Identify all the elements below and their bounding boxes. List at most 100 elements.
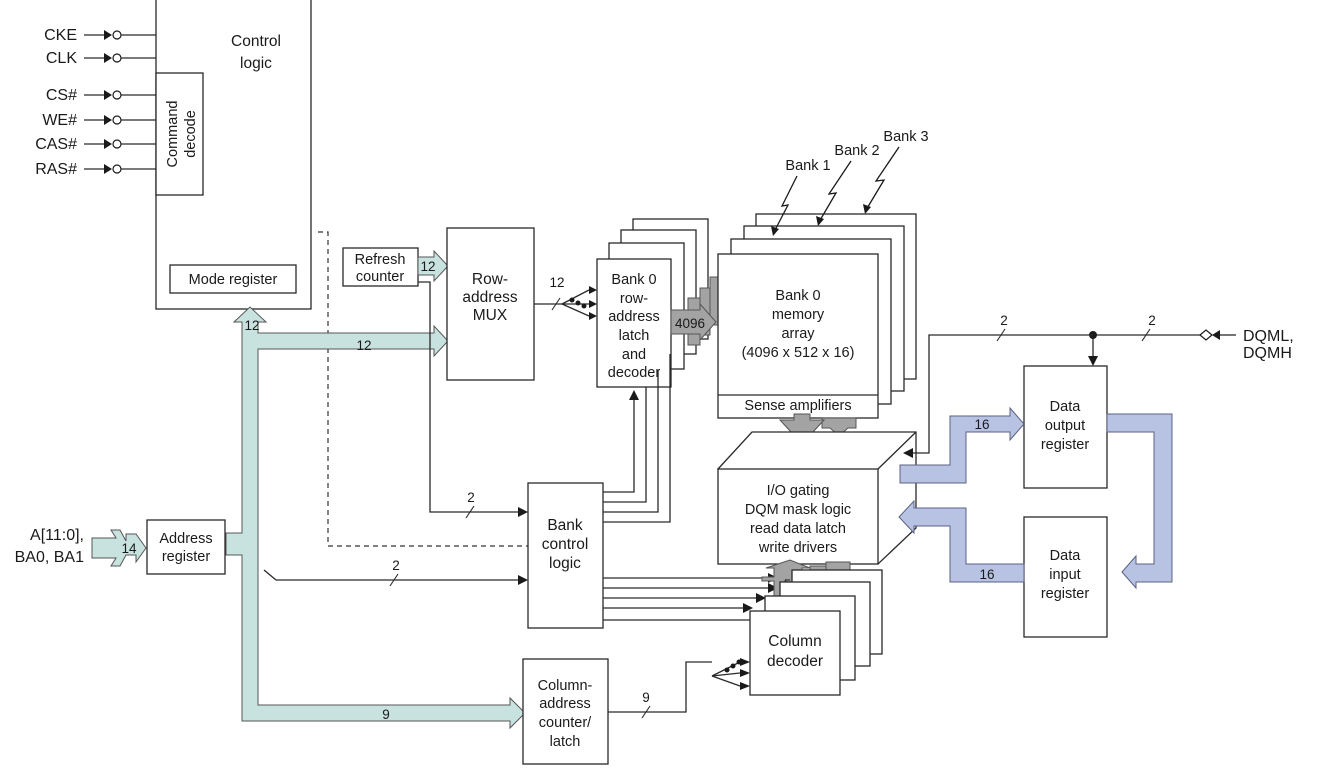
memory-array-label-1: Bank 0 <box>775 288 820 304</box>
ras-label: RAS# <box>35 161 77 178</box>
column-address-output: 9 <box>608 658 750 719</box>
column-counter-label-2: address <box>539 696 591 712</box>
data-output-register-label-3: register <box>1041 437 1090 453</box>
row-latch-label-4: latch <box>619 328 650 344</box>
bus-width-col-addr: 9 <box>382 707 390 722</box>
address-input: A[11:0], BA0, BA1 14 <box>15 527 147 567</box>
bank-control-label-2: control <box>542 536 589 553</box>
dqm-line: 2 2 DQML, DQMH <box>903 313 1294 458</box>
data-output-register-label-1: Data <box>1050 399 1082 415</box>
address-register-label-1: Address <box>159 531 212 547</box>
column-decoder-label-1: Column <box>768 633 821 650</box>
row-address-output: 12 <box>534 275 597 320</box>
address-bus: 12 12 9 <box>225 306 526 730</box>
control-input-pins: CKE CLK CS# WE# CAS# <box>35 27 156 178</box>
cs-label: CS# <box>46 87 77 104</box>
control-logic-label-2: logic <box>240 55 272 72</box>
address-register-label-2: register <box>162 549 211 565</box>
data-out-bus <box>899 406 1025 484</box>
we-pin: WE# <box>42 112 156 129</box>
refresh-bus: 12 <box>417 249 449 283</box>
cs-pin: CS# <box>46 87 156 104</box>
data-input-register-block: Data input register <box>1023 516 1108 638</box>
mode-register-block: Mode register <box>169 264 297 294</box>
data-buses: 16 16 <box>898 406 1173 590</box>
data-input-register-label-1: Data <box>1050 548 1082 564</box>
clk-label: CLK <box>46 50 77 67</box>
column-decoder-stack: Column decoder <box>749 569 883 696</box>
bank-select-line-2: 2 <box>263 558 528 587</box>
bus-width-col-out: 9 <box>642 690 650 705</box>
row-latch-block: Bank 0 row- address latch and decoder <box>596 258 672 388</box>
row-latch-label-3: address <box>608 309 660 325</box>
bank-control-to-row-latches <box>603 354 671 523</box>
column-counter-label-3: counter/ <box>539 715 592 731</box>
bank-labels: Bank 1 Bank 2 Bank 3 <box>771 129 929 236</box>
row-decoded-bus: 4096 <box>670 276 719 346</box>
data-input-register-label-3: register <box>1041 586 1090 602</box>
column-decoder-block: Column decoder <box>749 610 841 696</box>
bank-control-block: Bank control logic <box>527 482 604 629</box>
dqmh-label: DQMH <box>1243 345 1292 362</box>
command-decode-block: Command decode <box>155 72 204 196</box>
cas-label: CAS# <box>35 136 77 153</box>
row-mux-label-1: Row- <box>472 271 508 288</box>
memory-array-block: Bank 0 memory array (4096 x 512 x 16) Se… <box>717 253 879 419</box>
addr-in-label-1: A[11:0], <box>30 527 84 544</box>
bus-width-bank-select-1: 2 <box>467 490 475 505</box>
bus-width-dqm-1: 2 <box>1000 313 1008 328</box>
bus-width-addr-in: 14 <box>121 541 137 556</box>
column-decoder-label-2: decoder <box>767 653 823 670</box>
bus-width-refresh: 12 <box>420 259 435 274</box>
column-counter-label-1: Column- <box>538 678 593 694</box>
data-input-register-label-2: input <box>1049 567 1080 583</box>
bus-width-to-row-mux: 12 <box>356 338 371 353</box>
data-loop-bus <box>1106 413 1173 590</box>
control-dashed-line <box>318 231 528 547</box>
row-mux-label-2: address <box>462 289 517 306</box>
io-gating-label-4: write drivers <box>758 540 837 556</box>
bus-width-dqm-2: 2 <box>1148 313 1156 328</box>
bus-width-to-mode-register: 12 <box>244 318 259 333</box>
refresh-counter-label-2: counter <box>356 269 405 285</box>
memory-array-label-3: array <box>781 326 815 342</box>
row-mux-block: Row- address MUX <box>446 227 535 381</box>
bus-width-row-decoded: 4096 <box>675 316 705 331</box>
bank-control-label-1: Bank <box>547 517 583 534</box>
data-output-register-label-2: output <box>1045 418 1085 434</box>
control-logic-label-1: Control <box>231 33 281 50</box>
refresh-counter-label-1: Refresh <box>355 252 406 268</box>
column-counter-block: Column- address counter/ latch <box>522 658 609 765</box>
bus-width-data-out: 16 <box>974 417 989 432</box>
data-in-bus <box>898 499 1025 583</box>
bank3-label: Bank 3 <box>883 129 928 145</box>
dqml-label: DQML, <box>1243 328 1294 345</box>
row-latch-label-6: decoder <box>608 365 661 381</box>
mode-register-label: Mode register <box>189 272 278 288</box>
io-gating-label-2: DQM mask logic <box>745 502 851 518</box>
addr-in-label-2: BA0, BA1 <box>15 549 84 566</box>
bus-width-row-out: 12 <box>549 275 564 290</box>
refresh-counter-block: Refresh counter <box>342 247 419 287</box>
io-gating-block: I/O gating DQM mask logic read data latc… <box>716 431 917 565</box>
cke-label: CKE <box>44 27 77 44</box>
cas-pin: CAS# <box>35 136 156 153</box>
clk-pin: CLK <box>46 50 156 67</box>
bank-control-label-3: logic <box>549 555 581 572</box>
command-decode-label-1: Command <box>165 101 181 168</box>
memory-array-label-2: memory <box>772 307 825 323</box>
row-latch-label-5: and <box>622 347 646 363</box>
address-register-block: Address register <box>146 519 226 575</box>
command-decode-label-2: decode <box>183 110 199 158</box>
we-label: WE# <box>42 112 77 129</box>
bank1-label: Bank 1 <box>785 158 830 174</box>
row-latch-label-2: row- <box>620 291 648 307</box>
memory-array-label-4: (4096 x 512 x 16) <box>742 345 855 361</box>
row-latch-label-1: Bank 0 <box>611 272 656 288</box>
sense-amplifiers-label: Sense amplifiers <box>744 398 851 414</box>
bank-select-line-1: 2 <box>465 490 475 519</box>
memory-array-stack: Bank 0 memory array (4096 x 512 x 16) Se… <box>717 213 917 419</box>
bus-width-data-in: 16 <box>979 567 994 582</box>
cke-pin: CKE <box>44 27 156 44</box>
